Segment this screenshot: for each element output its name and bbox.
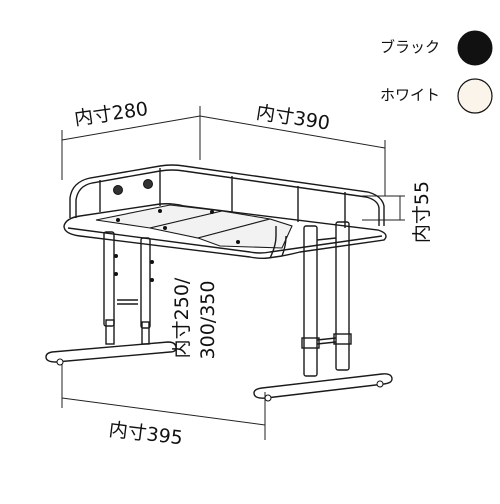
dimension-leg-height: 内寸250/ 300/350	[171, 277, 219, 359]
dimension-depth-label: 内寸280	[73, 98, 150, 130]
dimension-width-label: 内寸390	[255, 101, 332, 134]
dimension-rim-height-label: 内寸55	[411, 181, 433, 243]
color-swatch-white	[457, 78, 493, 114]
color-label-black: ブラック	[380, 38, 440, 56]
dimension-depth: 内寸280	[61, 98, 201, 180]
color-legend: ブラック ホワイト	[380, 30, 493, 114]
dimension-rim-height: 内寸55	[362, 181, 433, 243]
dimension-leg-height-label-2: 300/350	[197, 281, 219, 360]
color-swatch-black	[457, 30, 493, 66]
color-label-white: ホワイト	[380, 86, 440, 104]
dimension-base-width: 内寸395	[61, 360, 266, 450]
table-drawing	[45, 164, 393, 402]
dimension-leg-height-label-1: 内寸250/	[171, 277, 193, 358]
dimension-base-width-label: 内寸395	[108, 419, 184, 450]
